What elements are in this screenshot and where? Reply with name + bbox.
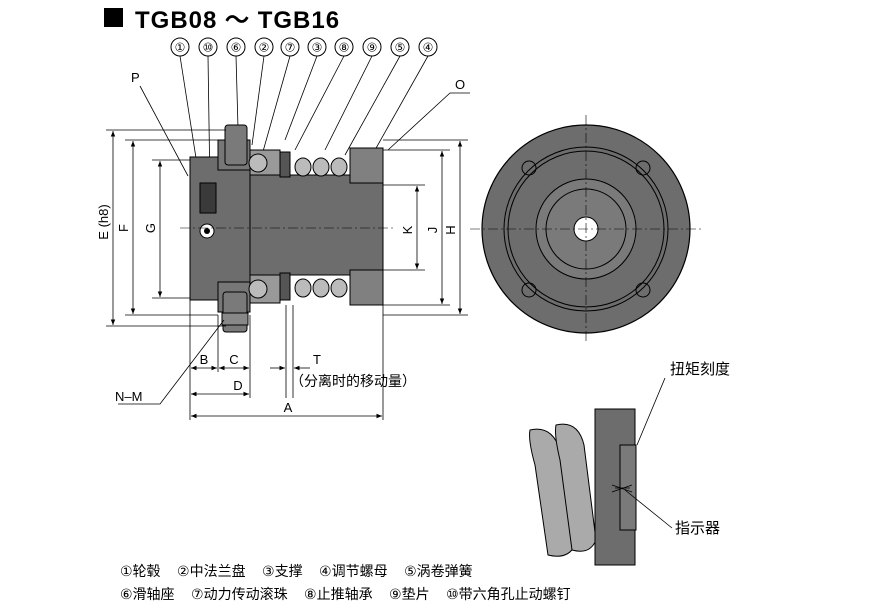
callout-2: ② bbox=[254, 37, 274, 57]
callout-6: ⑥ bbox=[226, 37, 246, 57]
legend-item: ⑧止推轴承 bbox=[304, 587, 373, 603]
legend-item: ④调节螺母 bbox=[319, 564, 388, 580]
svg-text:③: ③ bbox=[312, 41, 323, 55]
label-torque-scale: 扭矩刻度 bbox=[670, 360, 730, 378]
label-o: O bbox=[455, 77, 465, 92]
svg-text:②: ② bbox=[259, 41, 270, 55]
dimension-lines-right bbox=[383, 139, 468, 316]
page-title: TGB08 ～ TGB16 bbox=[135, 6, 341, 34]
callout-9: ⑨ bbox=[362, 37, 382, 57]
legend-row-2: ⑥滑轴座 ⑦动力传动滚珠 ⑧止推轴承 ⑨垫片 ⑩带六角孔止动螺钉 bbox=[120, 584, 583, 607]
label-p: P bbox=[131, 70, 140, 85]
dim-c: C bbox=[229, 352, 238, 367]
title-row: TGB08 ～ TGB16 bbox=[104, 2, 341, 34]
dim-g: G bbox=[143, 223, 158, 233]
legend: ①轮毂 ②中法兰盘 ③支撑 ④调节螺母 ⑤涡卷弹簧 ⑥滑轴座 ⑦动力传动滚珠 ⑧… bbox=[120, 561, 583, 607]
dim-k: K bbox=[400, 225, 415, 234]
callout-4: ④ bbox=[418, 37, 438, 57]
detail-view bbox=[525, 408, 637, 566]
callout-3: ③ bbox=[307, 37, 327, 57]
label-nm: N–M bbox=[115, 389, 142, 404]
dim-e: E (h8) bbox=[96, 204, 111, 239]
dimension-lines-left bbox=[106, 129, 226, 327]
dim-a: A bbox=[284, 400, 293, 415]
svg-text:⑧: ⑧ bbox=[339, 41, 350, 55]
legend-item: ①轮毂 bbox=[120, 564, 161, 580]
dimension-lines-bottom bbox=[189, 300, 384, 420]
svg-text:④: ④ bbox=[423, 41, 434, 55]
front-view bbox=[470, 115, 702, 343]
callout-5: ⑤ bbox=[390, 37, 410, 57]
dim-h: H bbox=[443, 225, 458, 234]
dim-d: D bbox=[233, 378, 242, 393]
svg-text:⑩: ⑩ bbox=[203, 41, 214, 55]
legend-item: ⑩带六角孔止动螺钉 bbox=[446, 587, 571, 603]
legend-row-1: ①轮毂 ②中法兰盘 ③支撑 ④调节螺母 ⑤涡卷弹簧 bbox=[120, 561, 583, 584]
legend-item: ③支撑 bbox=[262, 564, 303, 580]
side-section-view bbox=[180, 124, 395, 333]
callout-7: ⑦ bbox=[280, 37, 300, 57]
svg-text:⑥: ⑥ bbox=[231, 41, 242, 55]
dim-j: J bbox=[425, 227, 440, 234]
callout-10: ⑩ bbox=[198, 37, 218, 57]
callout-8: ⑧ bbox=[334, 37, 354, 57]
dim-t-note: （分离时的移动量） bbox=[290, 373, 416, 390]
legend-item: ⑨垫片 bbox=[389, 587, 430, 603]
dim-f: F bbox=[116, 224, 131, 232]
svg-text:⑤: ⑤ bbox=[395, 41, 406, 55]
title-square-icon bbox=[104, 7, 123, 27]
legend-item: ⑥滑轴座 bbox=[120, 587, 175, 603]
svg-text:⑨: ⑨ bbox=[367, 41, 378, 55]
legend-item: ⑤涡卷弹簧 bbox=[404, 564, 473, 580]
callout-1: ① bbox=[170, 37, 190, 57]
dim-t: T bbox=[313, 352, 321, 367]
legend-item: ⑦动力传动滚珠 bbox=[191, 587, 288, 603]
callout-numbers: ① ⑩ ⑥ ② ⑦ ③ ⑧ ⑨ ⑤ ④ bbox=[170, 37, 438, 57]
svg-text:①: ① bbox=[175, 41, 186, 55]
dim-b: B bbox=[200, 352, 209, 367]
svg-text:⑦: ⑦ bbox=[285, 41, 296, 55]
legend-item: ②中法兰盘 bbox=[177, 564, 246, 580]
label-indicator: 指示器 bbox=[675, 519, 720, 537]
